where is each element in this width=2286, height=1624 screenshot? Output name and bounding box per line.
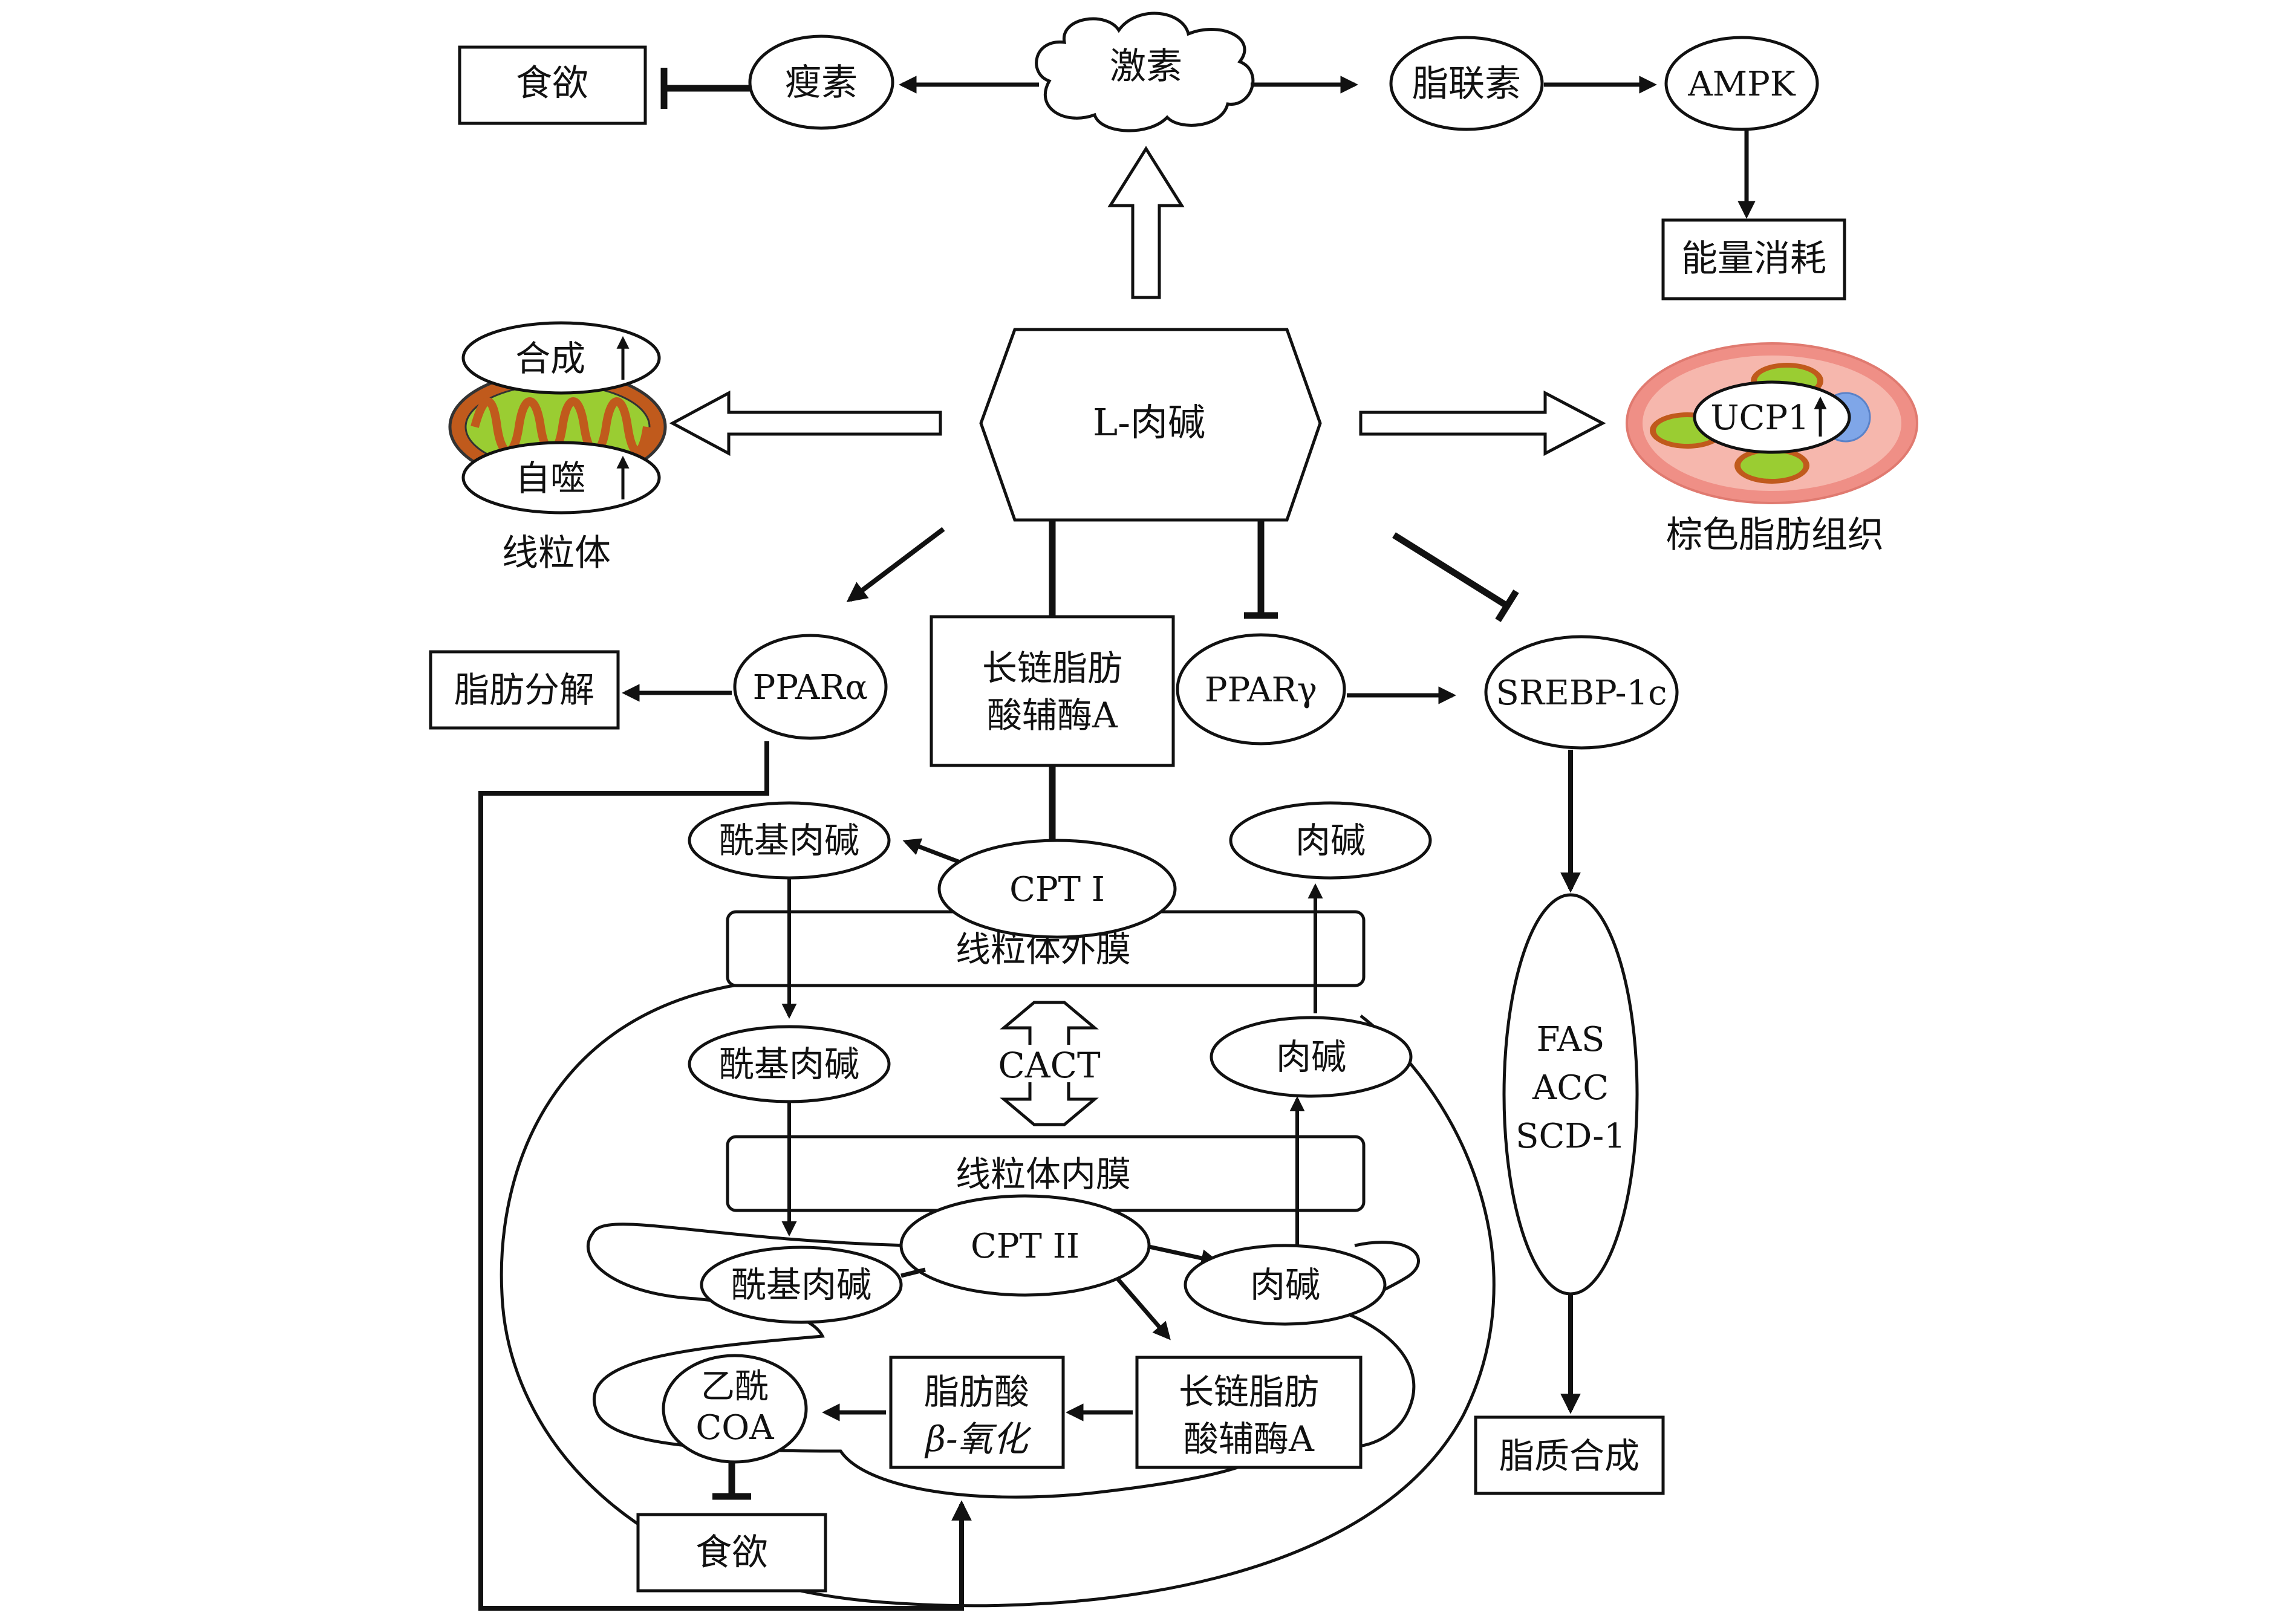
ampk-label: AMPK xyxy=(1687,65,1796,104)
inhibit-lcarnitine-to-srebp xyxy=(1392,532,1509,609)
lipogenesis-box xyxy=(1474,1415,1665,1495)
synthesis-node xyxy=(461,321,661,395)
ppara-label: PPARα xyxy=(753,668,868,707)
appetite-bottom-label: 食欲 xyxy=(695,1531,768,1574)
hollow-arrow-left xyxy=(669,390,942,456)
beta-oxidation-line2: β-氧化 xyxy=(924,1418,1031,1460)
acylcarnitine-top-label: 酰基肉碱 xyxy=(719,820,859,861)
lcfa-coa-bottom-box xyxy=(1135,1356,1363,1469)
lipogenesis-label: 脂质合成 xyxy=(1499,1435,1640,1476)
hormone-cloud xyxy=(1035,11,1255,132)
brown-adipocyte-graphic xyxy=(1626,342,1918,504)
inner-membrane-label: 线粒体内膜 xyxy=(956,1154,1131,1195)
ppara-feedback-loop xyxy=(478,741,972,1611)
appetite-top-label: 食欲 xyxy=(516,62,588,105)
appetite-bottom-box xyxy=(636,1513,827,1593)
autophagy-label: 自噬 xyxy=(515,458,585,499)
cpt1-label: CPT I xyxy=(1009,870,1105,909)
bat-caption: 棕色脂肪组织 xyxy=(1666,514,1884,556)
lipolysis-label: 脂肪分解 xyxy=(454,669,594,710)
cact-label: CACT xyxy=(998,1045,1101,1086)
lipogenic-enzymes-node xyxy=(1502,893,1639,1296)
arrow-lcarnitine-to-ppara xyxy=(846,527,945,603)
leptin-label: 瘦素 xyxy=(785,62,858,104)
acetyl-coa-node xyxy=(662,1354,808,1464)
arrow-cpt2-to-lcfa-coa xyxy=(1116,1277,1171,1340)
lipolysis-box xyxy=(429,650,620,730)
cpt2-node xyxy=(899,1194,1151,1297)
hormone-label: 激素 xyxy=(1110,45,1182,88)
ucp1-node xyxy=(1693,380,1851,454)
mitochondria-caption: 线粒体 xyxy=(502,532,611,574)
acylcarnitine-mid-node xyxy=(688,1025,891,1103)
hollow-arrow-right xyxy=(1359,390,1606,456)
mitochondrion-outline xyxy=(500,983,1496,1608)
carnitine-mid-label: 肉碱 xyxy=(1276,1036,1346,1077)
carnitine-bottom-label: 肉碱 xyxy=(1250,1264,1320,1305)
lcfa-coa-top-line1: 长链脂肪 xyxy=(982,648,1122,689)
link-acylcarnitine-to-cpt2 xyxy=(900,1267,926,1278)
hollow-arrow-up xyxy=(1107,146,1185,299)
acylcarnitine-top-node xyxy=(688,801,891,880)
lcfa-coa-bottom-line2: 酸辅酶A xyxy=(1184,1418,1315,1460)
scd1-label: SCD-1 xyxy=(1516,1117,1626,1156)
adiponectin-node xyxy=(1389,36,1544,131)
carnitine-top-node xyxy=(1229,801,1432,880)
fas-label: FAS xyxy=(1537,1020,1605,1059)
appetite-top-box xyxy=(458,45,647,125)
synthesis-label: 合成 xyxy=(515,338,585,379)
pparg-label: PPARγ xyxy=(1205,671,1317,710)
ampk-node xyxy=(1664,36,1819,131)
acetyl-coa-line1: 乙酰 xyxy=(701,1367,769,1406)
acetyl-coa-line2: COA xyxy=(695,1408,774,1447)
lcfa-coa-top-line2: 酸辅酶A xyxy=(987,695,1118,736)
beta-oxidation-box xyxy=(889,1356,1065,1469)
srebp-label: SREBP-1c xyxy=(1496,674,1667,713)
l-carnitine-label: L-肉碱 xyxy=(1093,400,1205,444)
srebp-node xyxy=(1484,635,1679,750)
cact-transporter-icon xyxy=(1000,1001,1099,1045)
l-carnitine-node xyxy=(979,328,1322,522)
acc-label: ACC xyxy=(1532,1068,1609,1108)
autophagy-node xyxy=(461,441,661,515)
inner-membrane-fold xyxy=(586,1223,1265,1499)
pparg-node xyxy=(1176,633,1346,745)
carnitine-mid-node xyxy=(1210,1016,1413,1098)
carnitine-bottom-node xyxy=(1184,1244,1387,1326)
cpt2-label: CPT II xyxy=(971,1227,1080,1266)
leptin-node xyxy=(748,34,894,130)
carnitine-top-label: 肉碱 xyxy=(1295,820,1366,861)
lcfa-coa-top-box xyxy=(930,615,1175,767)
acylcarnitine-bottom-label: 酰基肉碱 xyxy=(731,1264,871,1305)
energy-label: 能量消耗 xyxy=(1681,238,1826,280)
energy-box xyxy=(1661,218,1846,300)
cpt1-node xyxy=(937,839,1177,939)
lcfa-coa-bottom-line1: 长链脂肪 xyxy=(1179,1371,1319,1412)
ucp1-label: UCP1 xyxy=(1710,398,1809,438)
acylcarnitine-bottom-node xyxy=(700,1246,903,1324)
acylcarnitine-mid-label: 酰基肉碱 xyxy=(719,1044,859,1085)
ppara-node xyxy=(733,634,888,740)
beta-oxidation-line1: 脂肪酸 xyxy=(924,1371,1029,1412)
adiponectin-label: 脂联素 xyxy=(1412,63,1521,105)
arrow-cpt2-to-carnitine xyxy=(1148,1244,1219,1267)
